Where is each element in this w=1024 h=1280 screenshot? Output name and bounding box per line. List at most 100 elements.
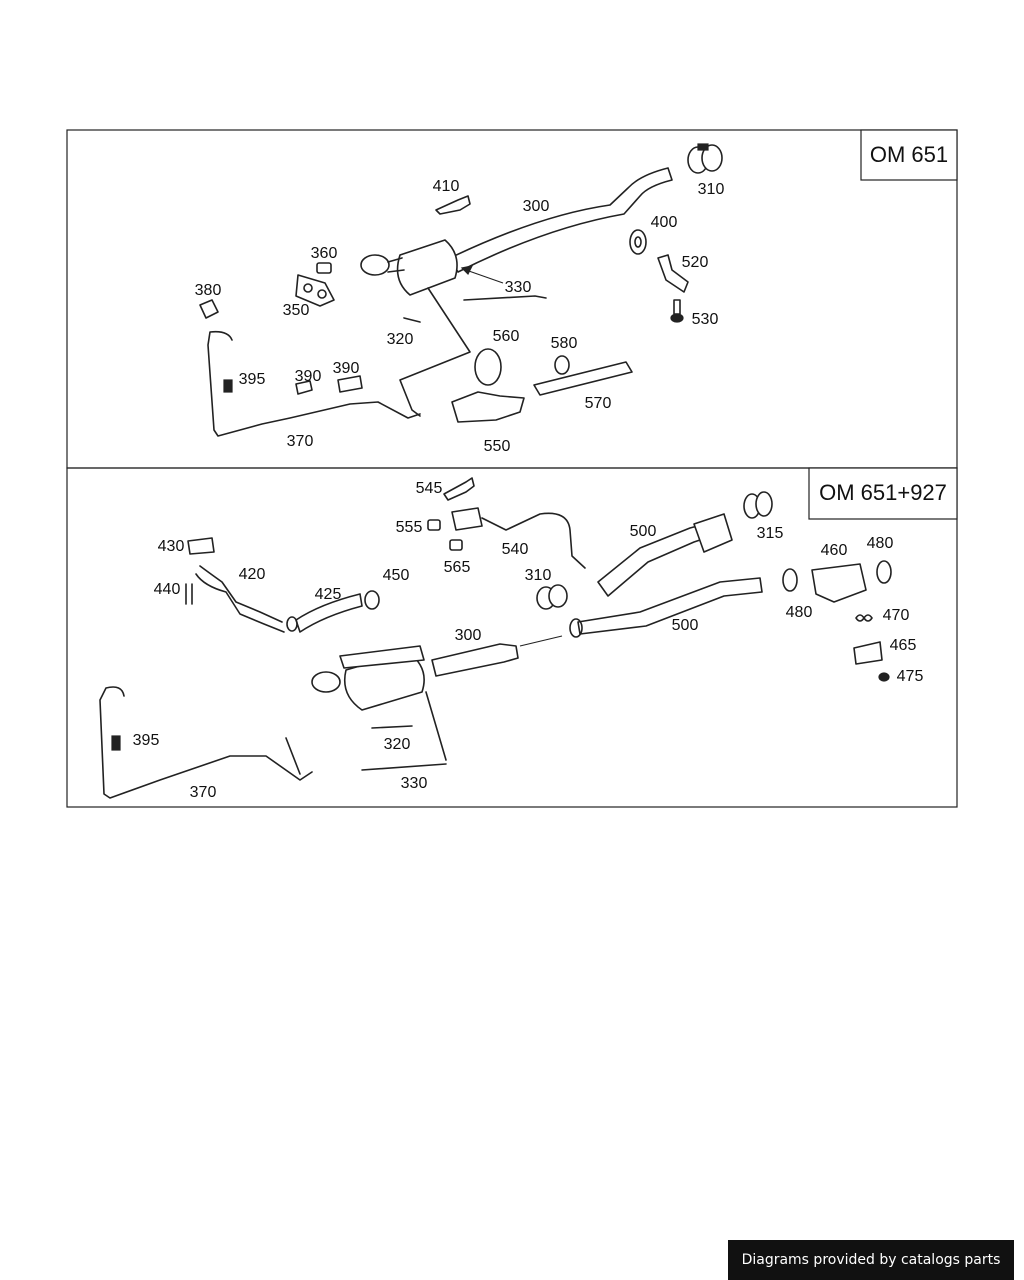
leader-300 (519, 635, 563, 647)
label-540: 540 (502, 541, 529, 558)
label-475: 475 (897, 668, 924, 685)
bracket-545 (443, 477, 475, 501)
bracket-520 (657, 254, 689, 293)
label-390-a: 390 (295, 368, 322, 385)
label-380: 380 (195, 282, 222, 299)
strap-330 (463, 295, 547, 301)
tail-end-460 (811, 563, 867, 603)
label-570: 570 (585, 395, 612, 412)
label-450: 450 (383, 567, 410, 584)
clamp-480-b (876, 560, 892, 584)
pipe-500-lower (577, 577, 763, 635)
clamp-450 (364, 590, 380, 610)
filter-inlet-flange (360, 254, 390, 276)
clamp-310-b (536, 584, 568, 610)
leader-330 (465, 269, 504, 284)
clip-395-b (111, 735, 121, 751)
sensor-380 (199, 299, 219, 319)
nut-565 (449, 539, 463, 551)
label-425: 425 (315, 586, 342, 603)
particulate-filter (396, 239, 458, 296)
bolt-530 (670, 299, 684, 323)
rubber-mount-400 (629, 229, 647, 255)
clip-390-a (295, 380, 313, 395)
label-300-b: 300 (455, 627, 482, 644)
label-330: 330 (505, 279, 532, 296)
pipe-500-flange (569, 618, 583, 638)
label-310: 310 (698, 181, 725, 198)
panel-om651: OM 651 (66, 129, 958, 469)
label-580: 580 (551, 335, 578, 352)
wiring-harness-370-b (99, 686, 313, 799)
label-395: 395 (239, 371, 266, 388)
pipe-300 (431, 643, 519, 677)
sensor-lead (399, 287, 471, 417)
gasket-350 (295, 274, 335, 307)
footer-credit: Diagrams provided by catalogs parts (728, 1240, 1014, 1280)
wiring-harness-370 (207, 330, 421, 437)
pipe-420-edge (195, 573, 285, 633)
label-520: 520 (682, 254, 709, 271)
pipe-425 (295, 593, 363, 633)
label-465: 465 (890, 637, 917, 654)
label-315: 315 (757, 525, 784, 542)
filter-inlet-neck (387, 257, 405, 273)
panel-om651-927: OM 651+927 (66, 467, 958, 808)
label-440: 440 (154, 581, 181, 598)
label-430: 430 (158, 538, 185, 555)
clip-390-b (337, 375, 363, 393)
panel-om651-927-tag-box (808, 467, 958, 520)
arrow-330 (460, 265, 474, 276)
clamp-480-a (782, 568, 798, 592)
label-330-b: 330 (401, 775, 428, 792)
panel-om651-927-tag: OM 651+927 (819, 480, 947, 505)
panel-om651-tag: OM 651 (870, 142, 948, 167)
panel-om651-927-frame (66, 467, 958, 808)
panel-om651-tag-box (860, 129, 958, 181)
label-370-b: 370 (190, 784, 217, 801)
label-320-b: 320 (384, 736, 411, 753)
pipe-420 (199, 565, 283, 623)
label-370: 370 (287, 433, 314, 450)
mixer-box (693, 513, 733, 553)
label-550: 550 (484, 438, 511, 455)
bolt-320 (403, 317, 421, 323)
spring-470 (855, 614, 873, 622)
filter-inlet-b (311, 671, 341, 693)
bracket-410 (435, 195, 471, 215)
strap-330-b (361, 691, 447, 771)
label-390-b: 390 (333, 360, 360, 377)
label-460: 460 (821, 542, 848, 559)
label-560: 560 (493, 328, 520, 345)
label-480-a: 480 (867, 535, 894, 552)
pipe-425-flange (286, 616, 298, 632)
nut-360 (316, 262, 332, 274)
ring-580 (554, 355, 570, 375)
clamp-310 (687, 143, 723, 174)
clamp-315 (743, 491, 773, 519)
gasket-430 (187, 537, 215, 555)
label-565: 565 (444, 559, 471, 576)
label-470: 470 (883, 607, 910, 624)
label-395-b: 395 (133, 732, 160, 749)
filter-top-pipe (339, 645, 425, 669)
label-410: 410 (433, 178, 460, 195)
label-555: 555 (396, 519, 423, 536)
label-300: 300 (523, 198, 550, 215)
label-360: 360 (311, 245, 338, 262)
o-ring-560 (474, 348, 502, 386)
label-400: 400 (651, 214, 678, 231)
nut-555 (427, 519, 441, 531)
exhaust-pipe-300 (449, 167, 673, 273)
bolt-320-b (371, 725, 413, 729)
heat-shield-570 (533, 361, 633, 396)
label-545: 545 (416, 480, 443, 497)
label-420: 420 (239, 566, 266, 583)
sensor-line-540 (481, 512, 586, 569)
pressure-sensor (451, 507, 483, 531)
panel-om651-frame (66, 129, 958, 469)
label-530: 530 (692, 311, 719, 328)
label-320: 320 (387, 331, 414, 348)
stud-440 (185, 583, 193, 605)
